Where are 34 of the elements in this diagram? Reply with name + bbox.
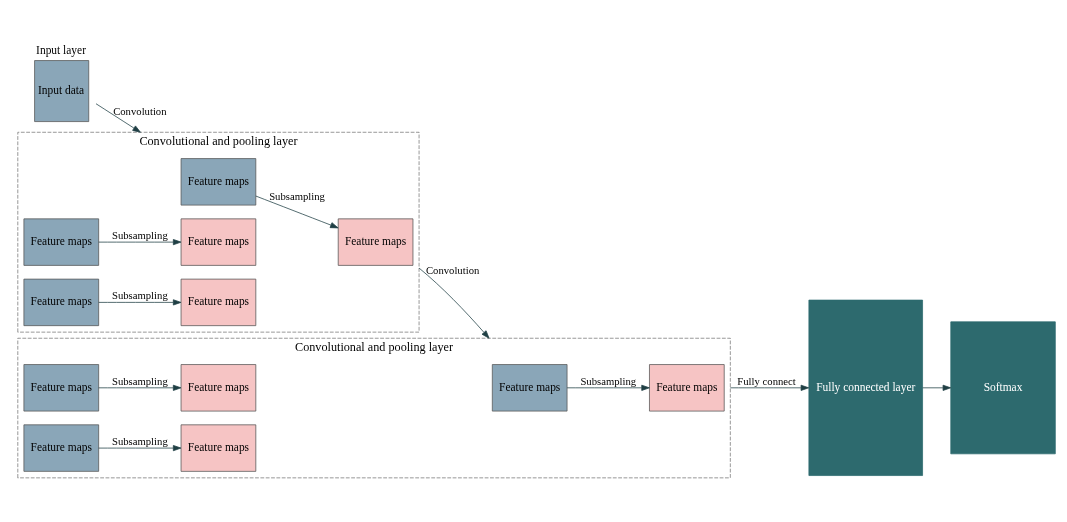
node-box: Feature maps — [23, 278, 100, 327]
arrow — [418, 267, 490, 339]
node-box: Feature maps — [491, 364, 568, 412]
edge-label: Subsampling — [111, 229, 168, 242]
node-box: Feature maps — [180, 278, 257, 327]
arrow — [922, 384, 952, 391]
arrow — [566, 384, 650, 391]
edge-label: Subsampling — [580, 374, 637, 387]
node-box: Feature maps — [180, 158, 257, 206]
edge-label: Convolution — [113, 104, 167, 117]
node-box: Feature maps — [180, 424, 257, 472]
arrow — [729, 384, 810, 391]
node-label: Input layer — [36, 43, 86, 56]
node-box: Feature maps — [180, 364, 257, 412]
node-box: Softmax — [950, 321, 1056, 455]
node-box: Feature maps — [337, 218, 414, 266]
node-box: Feature maps — [23, 218, 100, 266]
arrow — [98, 384, 182, 391]
arrow — [95, 103, 141, 133]
node-box: Feature maps — [180, 218, 257, 266]
arrow — [255, 195, 339, 229]
arrow — [98, 445, 182, 452]
node-box: Feature maps — [23, 424, 100, 472]
edge-label: Fully connect — [737, 374, 796, 387]
edge-label: Subsampling — [111, 289, 168, 302]
edge-label: Subsampling — [111, 374, 168, 387]
arrow — [98, 299, 182, 306]
node-box: Feature maps — [23, 364, 100, 412]
node-box: Feature maps — [649, 364, 725, 412]
edge-label: Subsampling — [111, 435, 168, 448]
node-box: Fully connected layer — [808, 299, 923, 476]
edge-label: Subsampling — [269, 190, 325, 203]
edge-label: Convolution — [425, 264, 480, 277]
arrow — [98, 239, 182, 246]
